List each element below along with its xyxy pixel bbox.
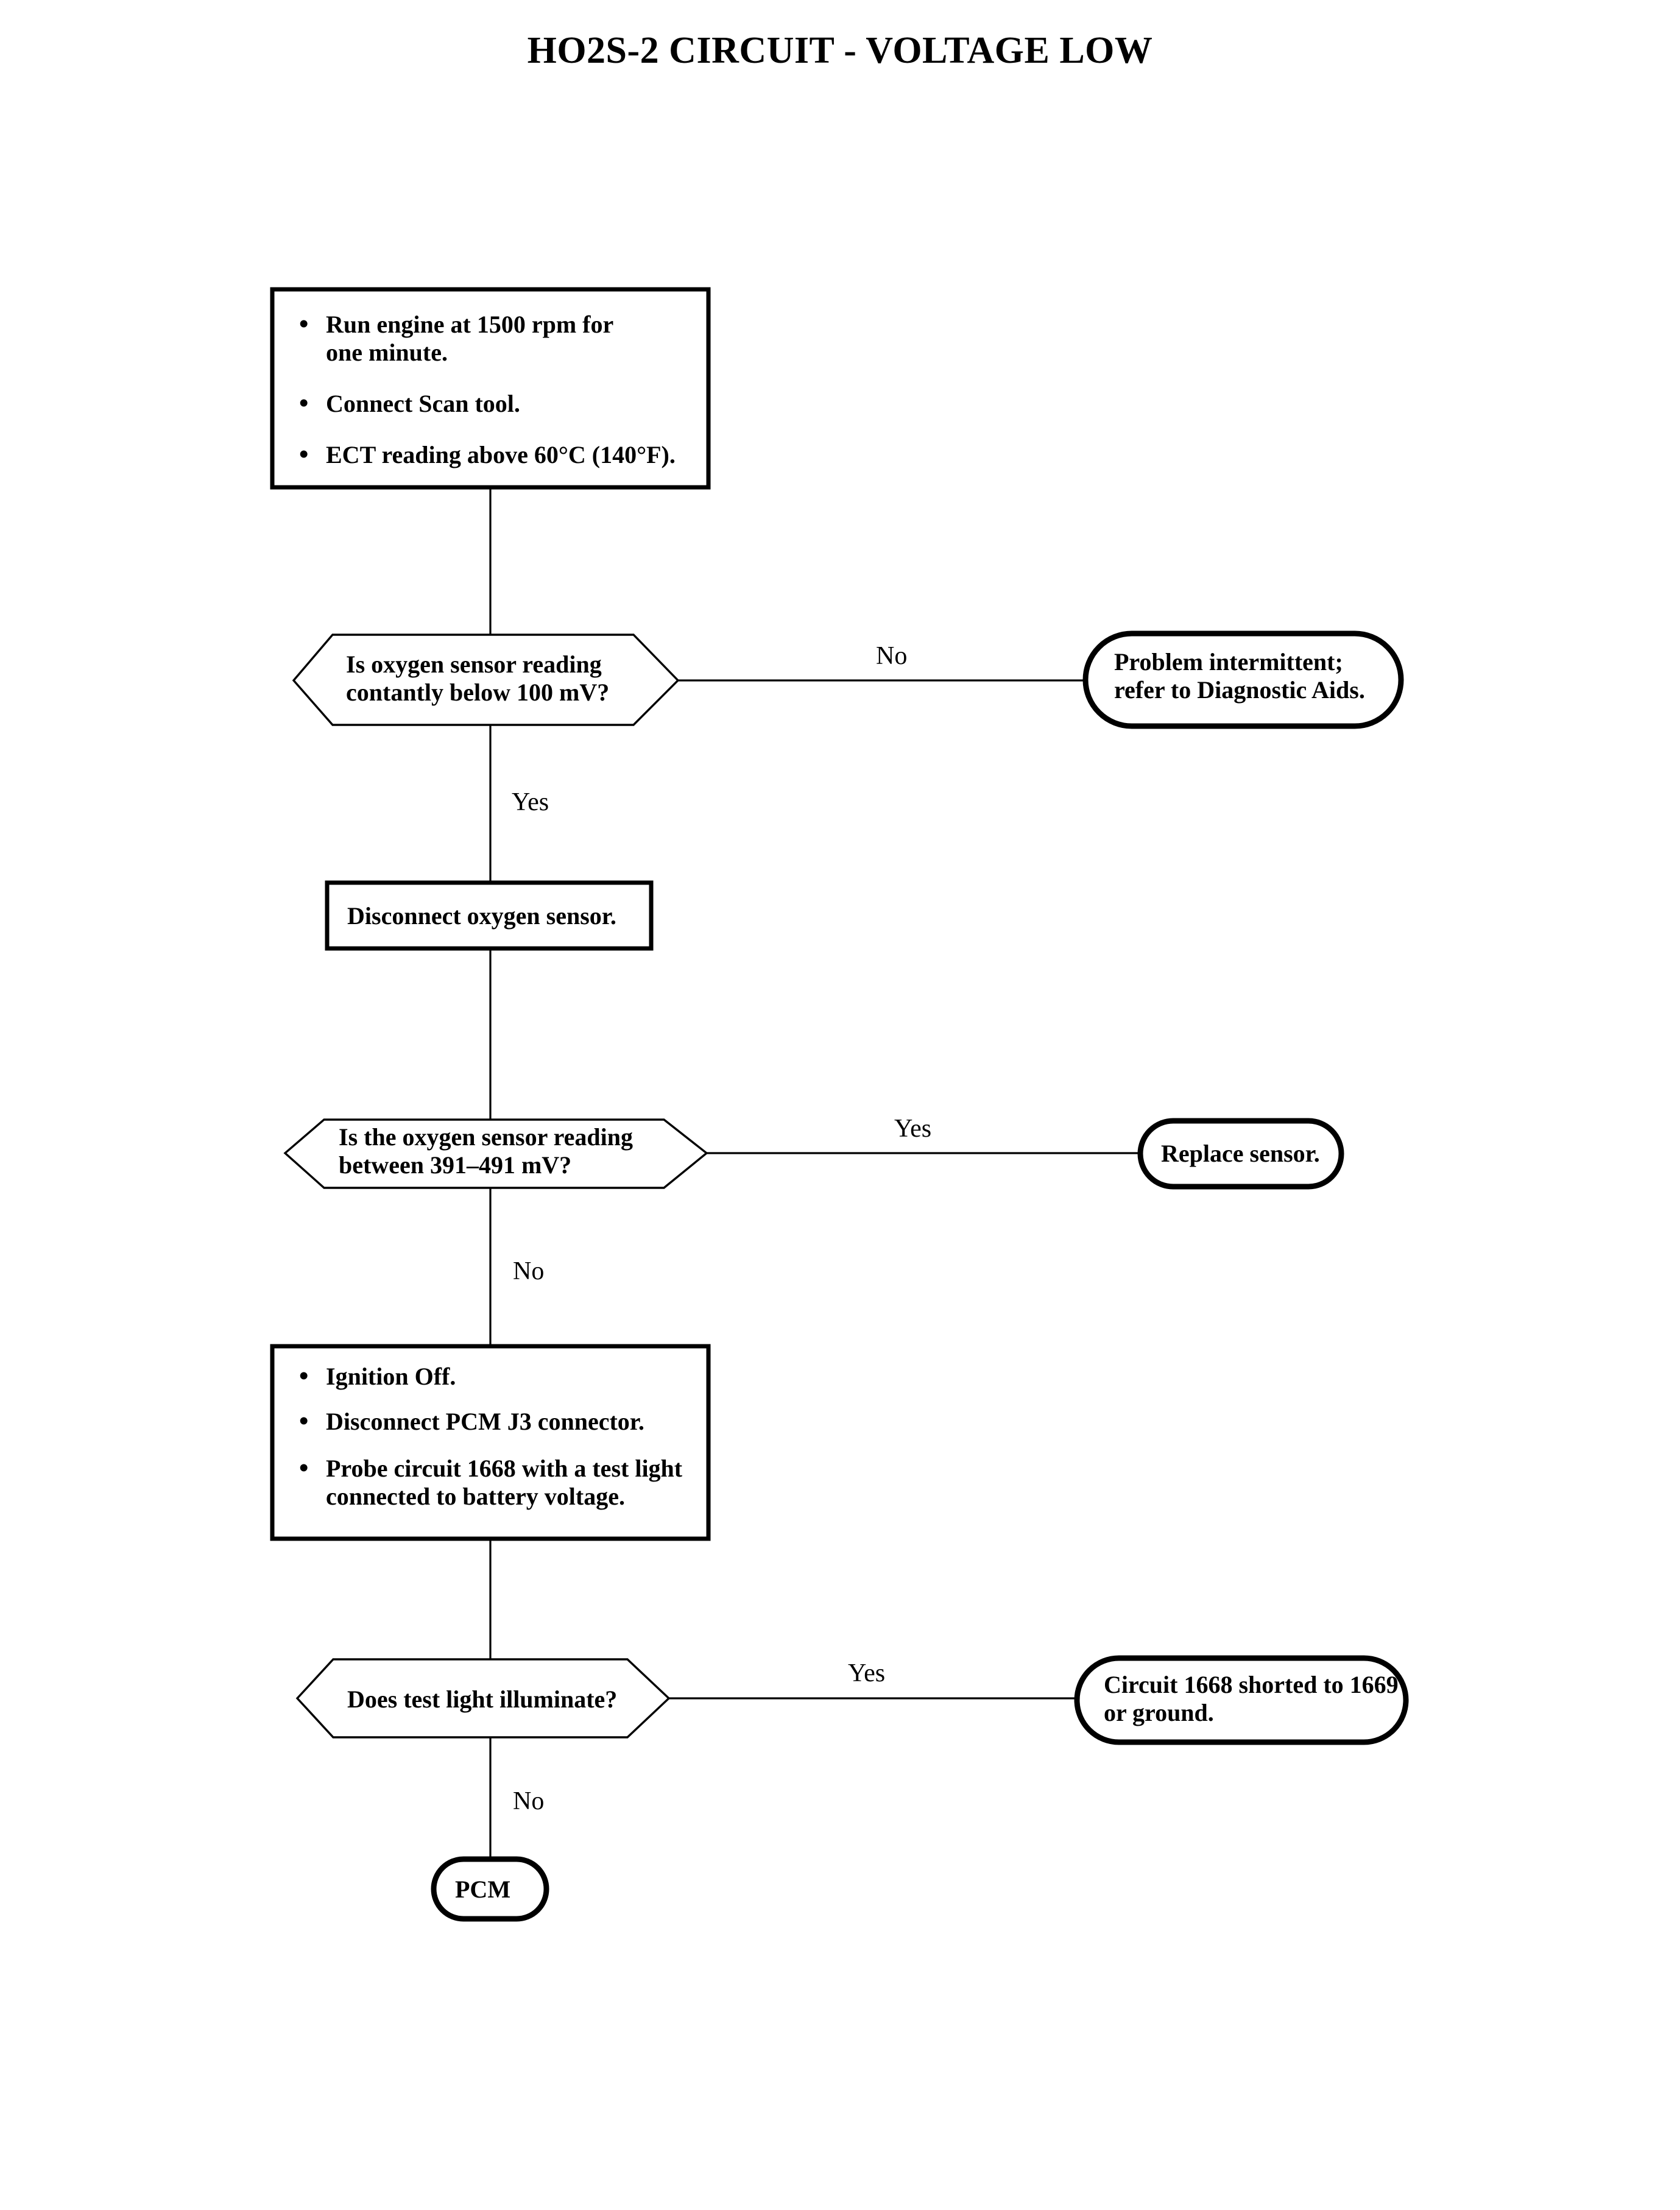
step3-bullet-1-icon: • [299, 1361, 308, 1391]
step3-bullet-3-line-1: Probe circuit 1668 with a test light [326, 1455, 683, 1482]
decision2-line-1: Is the oxygen sensor reading [339, 1123, 633, 1151]
branch-label-yes-3: Yes [848, 1659, 885, 1687]
branch-label-no-2: No [513, 1257, 544, 1285]
node-terminal3[interactable]: Circuit 1668 shorted to 1669 or ground. [1074, 1655, 1409, 1745]
step1-bullet-1-line-1: Run engine at 1500 rpm for [326, 311, 613, 338]
branch-label-yes-2: Yes [894, 1115, 931, 1143]
decision3-line-1: Does test light illuminate? [347, 1686, 617, 1713]
step3-bullet-1-line-1: Ignition Off. [326, 1363, 456, 1390]
branch-label-no-1: No [876, 642, 907, 670]
step1-box [270, 287, 711, 490]
terminal1-line-2: refer to Diagnostic Aids. [1114, 676, 1365, 704]
terminal2-line-1: Replace sensor. [1161, 1140, 1320, 1167]
step1-bullet-2-icon: • [299, 388, 308, 418]
step3-bullet-3-icon: • [299, 1453, 308, 1483]
terminal2-rounded-box [1137, 1118, 1344, 1190]
step1-bullet-3-line-1: ECT reading above 60°C (140°F). [326, 441, 676, 468]
decision2-line-2: between 391–491 mV? [339, 1151, 571, 1179]
node-step2[interactable]: Disconnect oxygen sensor. [325, 880, 654, 951]
branch-label-yes-1: Yes [512, 788, 549, 816]
terminal3-rounded-box [1074, 1655, 1409, 1745]
node-decision2[interactable]: Is the oxygen sensor reading between 391… [283, 1118, 708, 1189]
decision2-hexagon [283, 1118, 708, 1189]
branch-label-group: No Yes Yes No Yes No [512, 642, 931, 1815]
terminal1-line-1: Problem intermittent; [1114, 648, 1343, 676]
terminal4-line-1: PCM [455, 1876, 510, 1903]
node-terminal1[interactable]: Problem intermittent; refer to Diagnosti… [1082, 630, 1404, 729]
terminal1-rounded-box [1082, 630, 1404, 729]
step1-bullet-3-icon: • [299, 439, 308, 469]
node-terminal2[interactable]: Replace sensor. [1137, 1118, 1344, 1190]
node-terminal4[interactable]: PCM [431, 1856, 549, 1922]
step3-bullet-2-line-1: Disconnect PCM J3 connector. [326, 1408, 644, 1435]
node-step3[interactable]: • Ignition Off. • Disconnect PCM J3 conn… [270, 1344, 711, 1541]
step3-box [270, 1344, 711, 1541]
step1-bullet-1-line-2: one minute. [326, 339, 448, 366]
node-decision1[interactable]: Is oxygen sensor reading contantly below… [292, 634, 680, 726]
decision1-hexagon [292, 634, 680, 726]
connector-group [489, 487, 1140, 1859]
step2-box [325, 880, 654, 951]
branch-label-no-3: No [513, 1787, 544, 1815]
step2-line-1: Disconnect oxygen sensor. [347, 902, 616, 930]
decision1-line-1: Is oxygen sensor reading [346, 651, 602, 678]
terminal4-rounded-box [431, 1856, 549, 1922]
step1-bullet-1-icon: • [299, 309, 308, 339]
page-title: HO2S-2 CIRCUIT - VOLTAGE LOW [527, 30, 1153, 71]
step3-bullet-2-icon: • [299, 1406, 308, 1436]
step1-bullet-2-line-1: Connect Scan tool. [326, 390, 520, 417]
terminal3-line-2: or ground. [1104, 1699, 1214, 1726]
node-step1[interactable]: • Run engine at 1500 rpm for one minute.… [270, 287, 711, 490]
node-decision3[interactable]: Does test light illuminate? [295, 1658, 671, 1739]
terminal3-line-1: Circuit 1668 shorted to 1669 [1104, 1671, 1399, 1698]
decision1-line-2: contantly below 100 mV? [346, 679, 609, 706]
decision3-hexagon [295, 1658, 671, 1739]
step3-bullet-3-line-2: connected to battery voltage. [326, 1483, 625, 1510]
